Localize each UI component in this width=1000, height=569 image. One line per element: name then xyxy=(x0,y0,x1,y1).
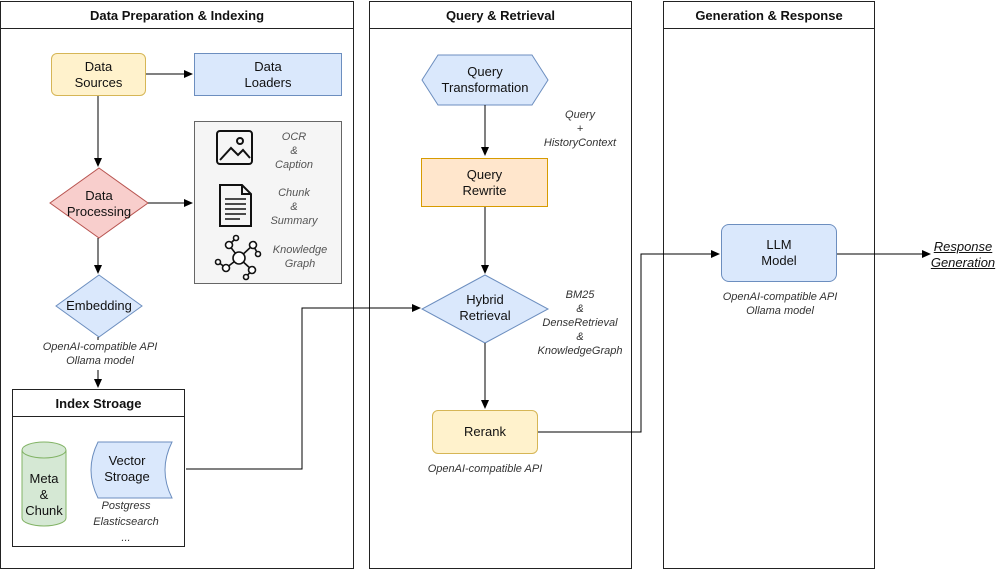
vector-storage-shape xyxy=(90,441,173,499)
arrow-rerank-to-llm xyxy=(538,250,720,433)
data-processing-label: Data Processing xyxy=(66,188,132,219)
vector-storage-label: Vector Stroage xyxy=(104,453,150,484)
ocr-caption-label: OCR & Caption xyxy=(275,131,313,171)
panel-title-prep: Data Preparation & Indexing xyxy=(1,2,353,29)
embedding-label: Embedding xyxy=(66,298,132,313)
query-transformation-hexagon xyxy=(421,54,549,106)
data-processing-diamond xyxy=(49,167,149,239)
embedding-note: OpenAI-compatible API Ollama model xyxy=(42,341,158,367)
query-context-note: Query + HistoryContext xyxy=(543,109,617,149)
image-icon xyxy=(216,130,253,165)
hybrid-retrieval-note: BM25 & DenseRetrieval & KnowledgeGraph xyxy=(537,289,623,357)
processing-tools-box xyxy=(194,121,342,284)
embedding-diamond xyxy=(55,274,143,338)
query-rewrite-node: Query Rewrite xyxy=(421,158,548,207)
meta-chunk-label: Meta & Chunk xyxy=(25,471,63,518)
panel-generation: Generation & Response xyxy=(663,1,875,569)
llm-model-note: OpenAI-compatible API Ollama model xyxy=(722,291,838,317)
rerank-node: Rerank xyxy=(432,410,538,454)
knowledge-graph-icon xyxy=(214,234,262,281)
llm-model-node: LLM Model xyxy=(721,224,837,282)
data-sources-node: Data Sources xyxy=(51,53,146,96)
chunk-summary-label: Chunk & Summary xyxy=(270,187,318,227)
meta-chunk-cylinder xyxy=(21,441,67,527)
index-storage-title: Index Stroage xyxy=(13,390,184,417)
data-loaders-node: Data Loaders xyxy=(194,53,342,96)
hybrid-retrieval-label: Hybrid Retrieval xyxy=(459,292,511,323)
knowledge-graph-label: Knowledge Graph xyxy=(272,244,328,270)
document-icon xyxy=(219,184,252,227)
response-generation-label: Response Generation xyxy=(930,239,996,270)
panel-title-query: Query & Retrieval xyxy=(370,2,631,29)
vector-storage-note: Postgress Elasticsearch ... xyxy=(93,500,159,544)
query-transformation-label: Query Transformation xyxy=(441,64,529,95)
rerank-note: OpenAI-compatible API xyxy=(427,463,543,475)
arrow-vector-to-hybrid xyxy=(186,304,421,470)
panel-title-gen: Generation & Response xyxy=(664,2,874,29)
